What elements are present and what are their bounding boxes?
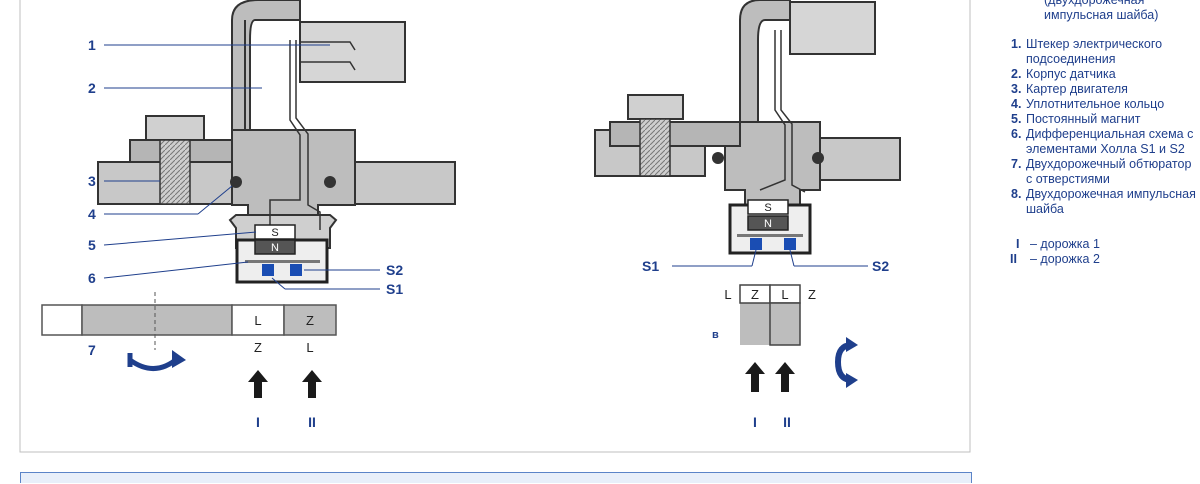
up-arrow-icon: [302, 370, 322, 398]
track-left-cell-z: Z: [306, 313, 314, 328]
internal-wire: [269, 40, 301, 230]
label-s1-right: S1: [642, 258, 659, 274]
up-arrow-icon: [745, 362, 765, 392]
label-s2-right: S2: [872, 258, 889, 274]
legend-item-num: 6.: [1011, 127, 1022, 141]
hall-element-s2-right: [784, 238, 796, 250]
roman-i-left: I: [256, 414, 260, 430]
sensor-diagram: S N 1 2 3 4 5 6 S2 S1 L Z Z L: [19, 0, 971, 453]
legend-track-1: I – дорожка 1: [1008, 237, 1200, 252]
track-right-b: в: [712, 329, 719, 341]
track-right-l2: L: [781, 287, 788, 302]
legend-item: 8. Двухдорожечная импульсная шайба: [1008, 187, 1200, 217]
up-arrow-icon: [775, 362, 795, 392]
legend-tracks: I – дорожка 1 II – дорожка 2: [1008, 237, 1200, 267]
roman-ii-right: II: [783, 414, 791, 430]
magnet-n-label-right: N: [764, 218, 772, 230]
bolt-shaft: [159, 139, 191, 205]
magnet-s-label: S: [271, 227, 278, 239]
legend-item: 3. Картер двигателя: [1008, 82, 1200, 97]
sensor-housing: [231, 0, 356, 241]
legend-panel: (двухдорожечная импульсная шайба) 1. Штек…: [1008, 0, 1200, 267]
label-s1-left: S1: [386, 281, 403, 297]
legend-track-1-num: I: [1016, 237, 1020, 251]
callout-5: 5: [88, 237, 96, 253]
legend-item-num: 2.: [1011, 67, 1022, 81]
legend-item-text: Двухдорожечный обтюратор с отверстиями: [1026, 157, 1192, 186]
callout-4: 4: [88, 206, 96, 222]
legend-list: 1. Штекер электрического подсоединения 2.…: [1008, 37, 1200, 217]
track-right-z1: Z: [751, 287, 759, 302]
roman-i-right: I: [753, 414, 757, 430]
hall-element-s2: [290, 264, 302, 276]
bolt-head: [145, 115, 205, 141]
legend-head: (двухдорожечная импульсная шайба): [1044, 0, 1159, 22]
callout-3: 3: [88, 173, 96, 189]
track-right-z2: Z: [808, 287, 816, 302]
legend-track-2: II – дорожка 2: [1008, 252, 1200, 267]
legend-item: 1. Штекер электрического подсоединения: [1008, 37, 1200, 67]
legend-item: 5. Постоянный магнит: [1008, 112, 1200, 127]
legend-track-2-text: – дорожка 2: [1030, 252, 1100, 266]
up-arrow-icon: [248, 370, 268, 398]
internal-wire-2: [295, 40, 321, 230]
rotation-arrow-icon: [128, 356, 180, 371]
connector-body: [299, 21, 406, 83]
right-sensor: S N: [594, 0, 901, 255]
legend-track-2-num: II: [1010, 252, 1017, 266]
right-track: L Z L Z в I II: [712, 284, 858, 430]
legend-item-text: Дифференциальная схема с элементами Холл…: [1026, 127, 1194, 156]
legend-item-num: 7.: [1011, 157, 1022, 171]
legend-item-text: Картер двигателя: [1026, 82, 1128, 96]
callout-1: 1: [88, 37, 96, 53]
track-right-l: L: [724, 287, 731, 302]
bottom-panel-edge: [20, 472, 972, 483]
legend-track-1-text: – дорожка 1: [1030, 237, 1100, 251]
seal-ring-left: [230, 176, 242, 188]
legend-item-text: Двухдорожечная импульсная шайба: [1026, 187, 1196, 216]
magnet-s-label-right: S: [764, 202, 771, 214]
legend-item-text: Корпус датчика: [1026, 67, 1116, 81]
seal-ring-right: [324, 176, 336, 188]
legend-item-text: Штекер электрического подсоединения: [1026, 37, 1163, 66]
magnet-n-label: N: [271, 242, 279, 254]
hall-element-s1: [262, 264, 274, 276]
connector-pins: [300, 41, 356, 71]
callout-2: 2: [88, 80, 96, 96]
legend-item-num: 8.: [1011, 187, 1022, 201]
legend-item: 4. Уплотнительное кольцо: [1008, 97, 1200, 112]
legend-item: 7. Двухдорожечный обтюратор с отверстиями: [1008, 157, 1200, 187]
legend-item: 6. Дифференциальная схема с элементами Хо…: [1008, 127, 1200, 157]
legend-item-num: 5.: [1011, 112, 1022, 126]
track-left-under-z: L: [306, 340, 313, 355]
left-track: L Z Z L 7 I II: [41, 292, 337, 430]
legend-item-text: Уплотнительное кольцо: [1026, 97, 1165, 111]
legend-item-num: 4.: [1011, 97, 1022, 111]
left-sensor: S N: [97, 0, 456, 284]
hall-element-s1-right: [750, 238, 762, 250]
track-left-under-l: Z: [254, 340, 262, 355]
callout-7: 7: [88, 342, 96, 358]
roman-ii-left: II: [308, 414, 316, 430]
rotation-arrow-icon-right: [834, 342, 853, 383]
legend-item-num: 1.: [1011, 37, 1022, 51]
right-callouts: S1 S2: [642, 249, 889, 274]
diagram-frame: [19, 0, 971, 453]
magnet-n: [254, 239, 296, 255]
legend-item: 2. Корпус датчика: [1008, 67, 1200, 82]
callout-6: 6: [88, 270, 96, 286]
legend-item-num: 3.: [1011, 82, 1022, 96]
legend-item-text: Постоянный магнит: [1026, 112, 1141, 126]
hall-board: [245, 260, 320, 263]
label-s2-left: S2: [386, 262, 403, 278]
track-left-cell-l: L: [254, 313, 261, 328]
left-callouts: 1 2 3 4 5 6 S2 S1: [88, 37, 403, 297]
